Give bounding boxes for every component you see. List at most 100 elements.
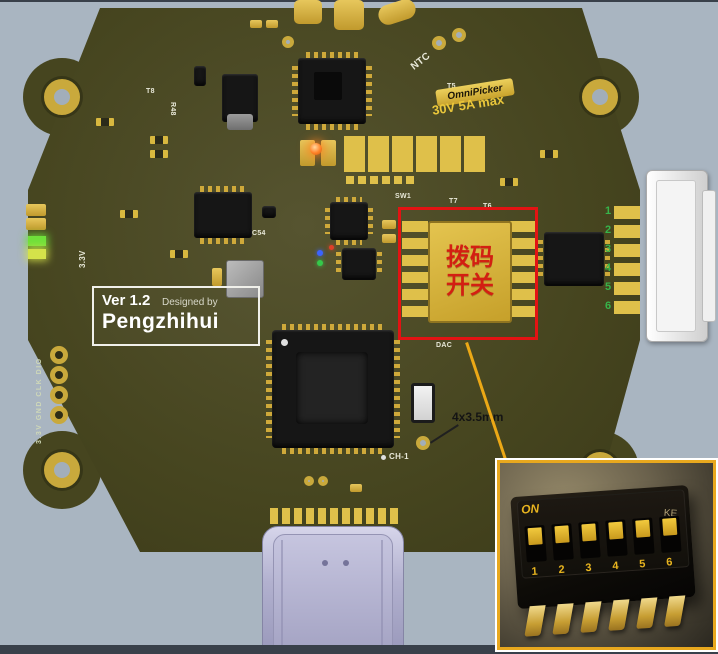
dip-slider: [581, 523, 597, 542]
ntc-pad: [452, 28, 466, 42]
dip-pads-right: [510, 221, 536, 321]
mcu-pin1-dot: [281, 339, 288, 346]
connector-pin-number: 5: [604, 281, 612, 293]
silk-label-r48: R48: [169, 102, 176, 116]
blue-led: [317, 250, 323, 256]
resistor: [540, 150, 558, 158]
dip-slot: [551, 523, 574, 561]
solder-pad: [382, 234, 396, 243]
dip-slider: [635, 519, 651, 538]
silk-label-c54: C54: [252, 230, 266, 237]
usb-c-shell-face: [273, 534, 393, 650]
dip-pin-number: 4: [611, 559, 619, 573]
designed-by-label: Designed by: [162, 297, 218, 308]
dip-switch-label-line1: 拨码: [446, 244, 494, 272]
qfn-pins: [368, 208, 373, 234]
inductor: [226, 260, 264, 298]
dip-slider: [527, 527, 543, 546]
dip-pin: [524, 605, 546, 637]
through-hole: [50, 386, 68, 404]
mounting-hole: [44, 79, 80, 115]
qfn-pins: [306, 124, 358, 130]
via: [416, 436, 430, 450]
dip-on-label: ON: [520, 501, 540, 517]
dip-pin: [580, 601, 602, 633]
through-hole: [50, 346, 68, 364]
qfn-pins: [325, 208, 330, 234]
ic-pins: [605, 240, 610, 278]
usb-rivet: [322, 560, 328, 566]
through-hole: [50, 366, 68, 384]
solder-tab: [334, 0, 364, 30]
silk-label-ch1: CH-1: [389, 452, 409, 461]
resistor: [500, 178, 518, 186]
dip-slot: [659, 515, 682, 553]
connector-pin-number: 3: [604, 243, 612, 255]
silk-label-3v3: 3.3V: [78, 250, 87, 268]
qfn-chip: [342, 248, 376, 280]
ic-chip: [544, 232, 604, 286]
connector-pin-number: 2: [604, 224, 612, 236]
ic-pins: [200, 238, 246, 244]
small-component: [262, 206, 276, 218]
silk-dot: [381, 455, 386, 460]
green-led: [317, 260, 323, 266]
solder-pad: [212, 268, 222, 286]
dip-slider: [662, 517, 678, 536]
qfn-pins: [336, 240, 362, 245]
usb-rivet: [343, 560, 349, 566]
dip-slot: [578, 521, 601, 559]
solder-pad: [26, 218, 46, 230]
orange-led: [310, 143, 322, 155]
pad-row: [346, 176, 416, 184]
dip-pin: [608, 599, 630, 631]
solder-pad: [26, 204, 46, 216]
connector-pin-number: 6: [604, 300, 612, 312]
solder-pad: [266, 20, 278, 28]
dip-switch-annotation-box: [398, 207, 538, 340]
dip-switch: ON KE 1 2 3 4 5 6: [510, 484, 696, 637]
capacitor-base: [227, 114, 253, 130]
qfn-chip: [330, 202, 368, 240]
capacitor-row: [344, 136, 488, 172]
dip-pin: [552, 603, 574, 635]
jst-connector-latch: [702, 190, 716, 322]
qfn-pins: [336, 252, 341, 276]
through-hole: [50, 406, 68, 424]
dip-slider: [608, 521, 624, 540]
dip-pin: [636, 597, 658, 629]
solder-tab: [294, 0, 322, 24]
dip-switch-label-line2: 开关: [446, 272, 494, 299]
silk-label-t6: T6: [483, 203, 492, 210]
inset-photo: ON KE 1 2 3 4 5 6: [495, 458, 718, 652]
dip-pads-left: [402, 221, 428, 321]
qfn-die: [314, 72, 342, 100]
resistor: [170, 250, 188, 258]
via: [282, 36, 294, 48]
solder-pad: [321, 140, 336, 166]
red-led: [329, 245, 334, 250]
solder-pad: [382, 220, 396, 229]
resistor: [120, 210, 138, 218]
silk-label-dac: DAC: [436, 342, 453, 349]
silk-label-header-pins: 3.3V GND CLK DIO: [36, 357, 43, 444]
version-box: [92, 286, 260, 346]
mounting-hole: [44, 452, 80, 488]
mounting-hole: [582, 79, 618, 115]
ic-pins: [538, 240, 543, 278]
usb-c-seam: [381, 540, 383, 646]
mcu-pins: [282, 448, 384, 454]
usb-c-seam: [281, 540, 283, 646]
solder-pad: [250, 20, 262, 28]
dip-pin: [663, 595, 686, 627]
resistor: [150, 150, 168, 158]
small-component: [194, 66, 206, 86]
dip-pin-number: 1: [531, 565, 539, 579]
dip-pin-number: 2: [558, 563, 566, 577]
ntc-pad: [432, 36, 446, 50]
connector-pin-number: 4: [604, 262, 612, 274]
qfn-pins: [336, 197, 362, 202]
resistor: [96, 118, 114, 126]
dip-slot: [605, 519, 628, 557]
dip-slot: [524, 525, 547, 563]
